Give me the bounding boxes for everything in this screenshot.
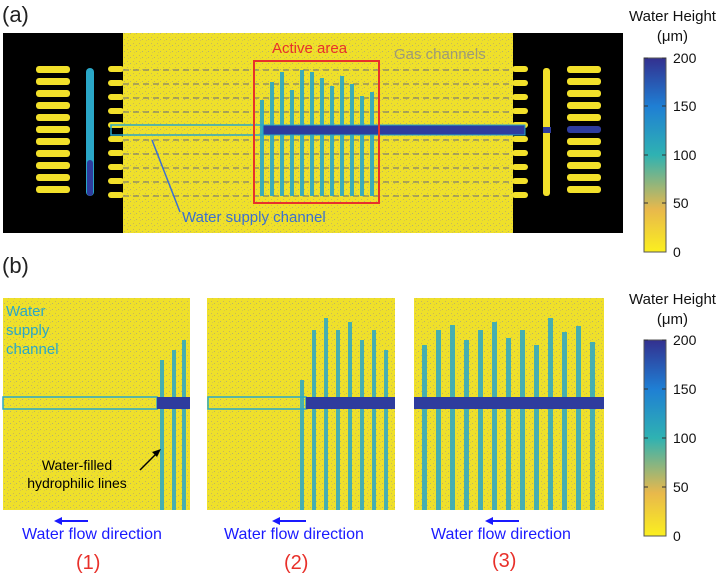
- colorbar-b-title-line2: (μm): [656, 311, 689, 328]
- right-comb-pads: [567, 66, 601, 193]
- flow-direction-label-2: Water flow direction: [224, 526, 364, 543]
- stage1-supply-filled: [157, 397, 190, 409]
- stage2-water-lines: [300, 318, 388, 510]
- panel-a-label: (a): [2, 2, 29, 27]
- supply-channel-filled: [262, 124, 526, 136]
- colorbar-a-tick: 200: [673, 50, 697, 66]
- colorbar-b-title: Water Height (μm): [620, 290, 725, 330]
- left-comb-pads: [36, 66, 70, 193]
- stage-label-3: (3): [492, 550, 517, 572]
- left-teeth: [108, 66, 124, 198]
- colorbar-a-title: Water Height (μm): [620, 7, 725, 47]
- colorbar-a-tick: 100: [673, 147, 697, 163]
- colorbar-b-tick: 100: [673, 430, 697, 446]
- stage-label-1: (1): [76, 552, 101, 574]
- colorbar-a-title-line2: (μm): [656, 28, 689, 45]
- gas-channel-lines: [123, 69, 513, 197]
- water-supply-annotation-line: Water: [6, 303, 46, 320]
- colorbar-b-title-line1: Water Height: [629, 291, 716, 308]
- right-teeth: [512, 66, 528, 198]
- colorbar-a-tick: 50: [673, 195, 689, 211]
- supply-pointer-line: [151, 139, 181, 213]
- active-area-label: Active area: [272, 40, 348, 57]
- stage-label-2: (2): [284, 552, 309, 574]
- colorbar-b-tick: 0: [673, 528, 681, 544]
- colorbar-a-tick: 0: [673, 244, 681, 260]
- flow-direction-label-1: Water flow direction: [22, 526, 162, 543]
- water-filled-annotation: Water-filled hydrophilic lines: [2, 456, 152, 492]
- stage3-water-lines: [422, 318, 595, 510]
- flow-direction-label-3: Water flow direction: [431, 526, 571, 543]
- colorbar-b-tick: 150: [673, 381, 697, 397]
- water-filled-annotation-line: Water-filled: [41, 457, 113, 473]
- colorbar-a-tick: 150: [673, 98, 697, 114]
- colorbar-b-tick: 200: [673, 332, 697, 348]
- water-supply-annotation-line: supply: [6, 322, 50, 339]
- stage3-supply-filled: [414, 397, 604, 409]
- stage1-water-lines: [160, 340, 186, 510]
- panel-b-label: (b): [2, 253, 29, 278]
- water-supply-annotation: Water supply channel: [6, 302, 59, 359]
- active-area-box: [253, 60, 380, 204]
- water-supply-channel-label: Water supply channel: [182, 209, 326, 226]
- water-filled-annotation-line: hydrophilic lines: [27, 475, 127, 491]
- water-supply-annotation-line: channel: [6, 341, 59, 358]
- colorbar-b-tick: 50: [673, 479, 689, 495]
- colorbar-a-title-line1: Water Height: [629, 8, 716, 25]
- stage2-supply-filled: [306, 397, 395, 409]
- gas-channels-label: Gas channels: [394, 46, 486, 63]
